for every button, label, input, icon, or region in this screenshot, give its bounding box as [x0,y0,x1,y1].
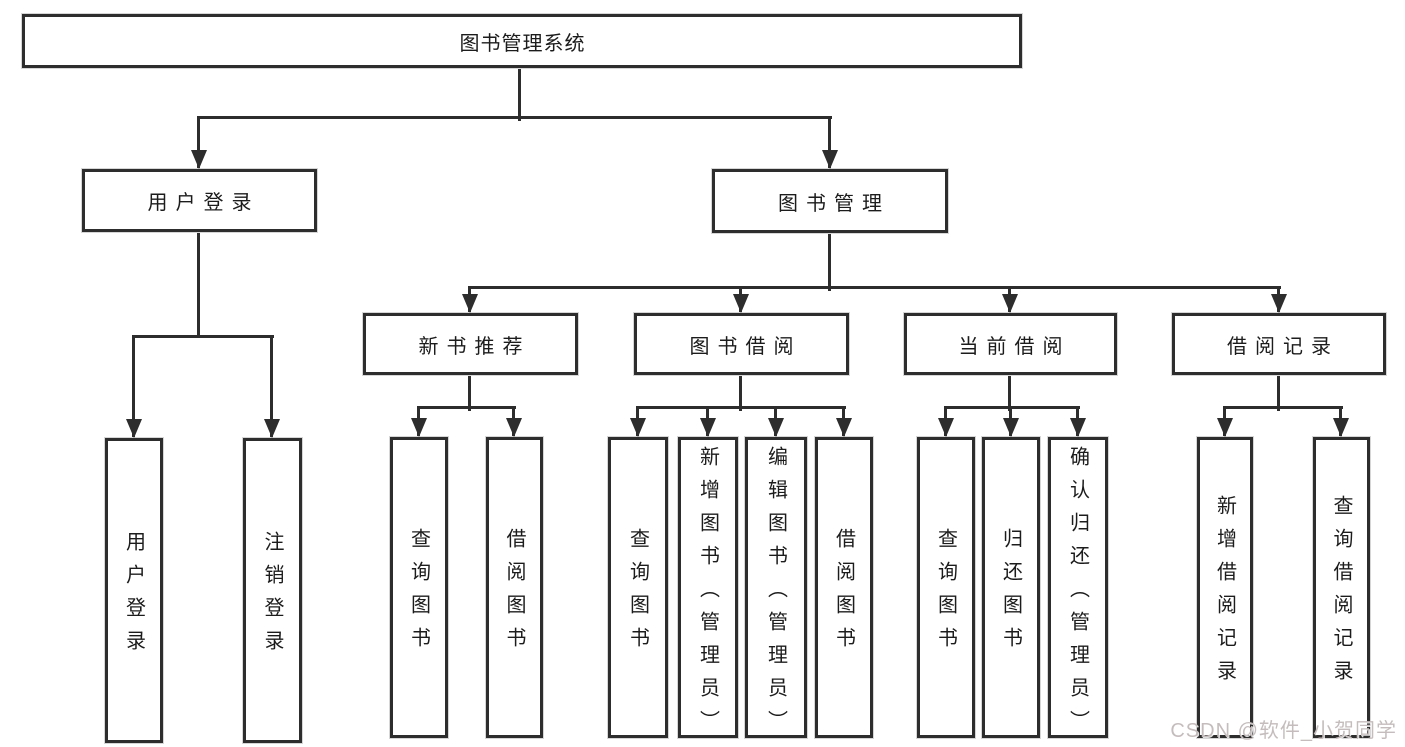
connector-line-vertical [1008,375,1011,411]
node-label: 归还图书 [999,528,1022,660]
node-bb-query-books: 查询图书 [608,437,668,738]
node-user-login: 用户登录 [82,169,317,232]
node-label: 图书管理系统 [459,32,586,55]
node-label: 借阅图书 [832,528,855,660]
node-label: 新增图书（管理员） [696,445,719,743]
connector-line-vertical [468,375,471,411]
connector-line-vertical [828,118,831,172]
arrow-down-icon [733,294,749,313]
node-label: 查询借阅记录 [1330,495,1352,693]
connector-line-horizontal [132,335,274,338]
arrow-down-icon [836,418,852,437]
connector-line-horizontal [1223,406,1343,409]
arrow-down-icon [1217,418,1233,437]
node-new-book-recommendation: 新书推荐 [363,313,578,375]
arrow-down-icon [411,418,427,437]
node-current-borrowing: 当前借阅 [904,313,1117,375]
arrow-down-icon [462,294,478,313]
node-nb-borrow-books: 借阅图书 [486,437,543,738]
arrow-down-icon [768,418,784,437]
arrow-down-icon [126,419,142,438]
arrow-down-icon [700,418,716,437]
node-label: 注销登录 [261,531,283,663]
node-bb-borrow-books: 借阅图书 [815,437,873,738]
node-label: 用户登录 [122,531,145,663]
node-cb-query-books: 查询图书 [917,437,975,738]
connector-line-horizontal [636,406,846,409]
node-label: 图书管理 [778,192,890,215]
node-label: 用户登录 [147,192,260,214]
arrow-down-icon [1271,294,1287,313]
connector-line-vertical [828,233,831,291]
node-bb-edit-books-admin: 编辑图书（管理员） [745,437,807,743]
node-label: 新增借阅记录 [1213,495,1236,693]
arrow-down-icon [1070,418,1086,437]
connector-line-vertical [1277,375,1280,411]
connector-line-vertical [197,118,200,172]
node-cb-return-books: 归还图书 [982,437,1040,738]
arrow-down-icon [1333,418,1349,437]
arrow-down-icon [506,418,522,437]
node-book-borrowing: 图书借阅 [634,313,849,375]
arrow-down-icon [938,418,954,437]
node-br-add-borrow-record: 新增借阅记录 [1197,437,1253,738]
node-borrowing-records: 借阅记录 [1172,313,1386,375]
node-label: 图书借阅 [689,335,802,358]
arrow-down-icon [191,150,207,169]
node-label: 确认归还（管理员） [1066,445,1089,743]
node-library-management-system: 图书管理系统 [22,14,1022,68]
node-label: 编辑图书（管理员） [764,445,787,743]
node-br-query-borrow-record: 查询借阅记录 [1313,437,1370,738]
arrow-down-icon [264,419,280,438]
node-label: 当前借阅 [958,335,1071,358]
node-label: 借阅记录 [1227,335,1339,358]
node-label: 借阅图书 [503,528,525,660]
arrow-down-icon [630,418,646,437]
node-cb-confirm-return-admin: 确认归还（管理员） [1048,437,1108,743]
node-label: 查询图书 [407,528,430,660]
connector-line-horizontal [944,406,1080,409]
csdn-watermark: CSDN @软件_小贺同学 [1170,720,1397,742]
connector-line-vertical [739,375,742,411]
connector-line-horizontal [197,116,832,119]
node-bb-add-books-admin: 新增图书（管理员） [678,437,738,743]
node-login: 用户登录 [105,438,163,743]
arrow-down-icon [822,150,838,169]
node-label: 查询图书 [934,528,957,660]
connector-line-horizontal [417,406,516,409]
connector-line-vertical [132,337,135,441]
connector-line-horizontal [468,286,1281,289]
node-book-management: 图书管理 [712,169,948,233]
node-label: 新书推荐 [418,335,531,358]
arrow-down-icon [1003,418,1019,437]
node-logout: 注销登录 [243,438,302,743]
node-nb-query-books: 查询图书 [390,437,448,738]
connector-line-vertical [197,232,200,337]
arrow-down-icon [1002,294,1018,313]
connector-line-vertical [270,337,273,441]
connector-line-vertical [518,68,521,121]
node-label: 查询图书 [626,528,649,660]
